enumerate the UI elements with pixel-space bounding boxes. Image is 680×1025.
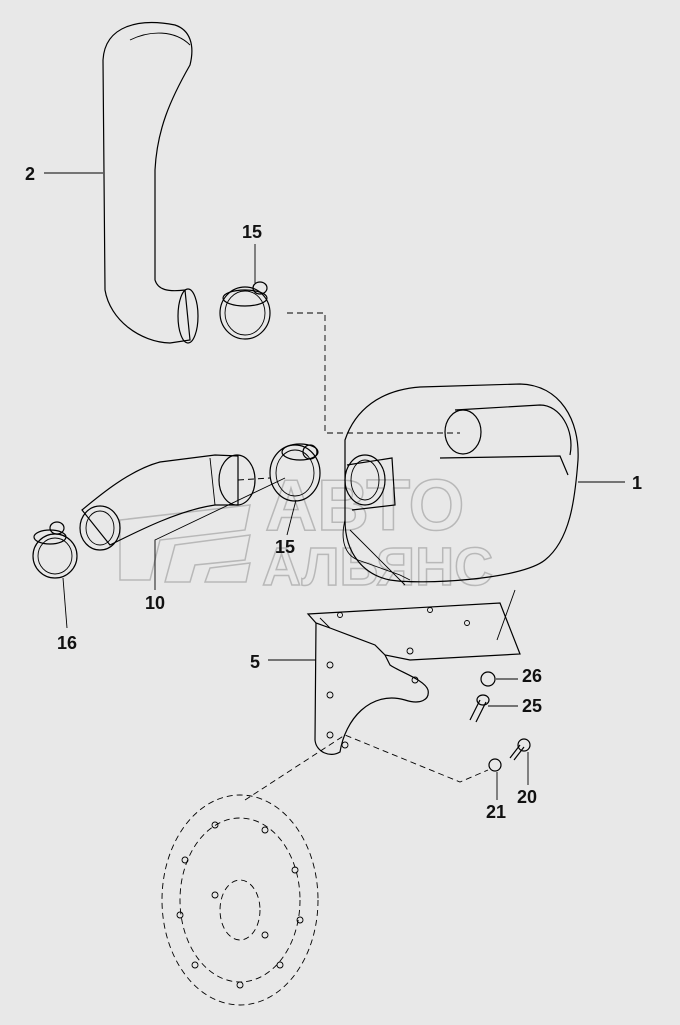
callout-label-1: 1	[632, 473, 642, 493]
callout-label-2: 2	[25, 164, 35, 184]
clamp-part-15-middle	[269, 443, 321, 502]
nut-part-21	[488, 758, 502, 772]
bolt-part-20	[509, 738, 531, 761]
flywheel-reference	[161, 794, 319, 1006]
clamp-part-16	[32, 521, 78, 579]
nut-part-26	[480, 671, 496, 687]
blower-part-1	[342, 383, 579, 586]
watermark-text-line1: АВТО	[265, 466, 464, 546]
callout-label-5: 5	[250, 652, 260, 672]
pipe-part-2	[102, 22, 199, 344]
callout-label-26: 26	[522, 666, 542, 686]
callout-label-15-middle: 15	[275, 537, 295, 557]
bracket-part-5	[306, 602, 521, 755]
watermark: АВТО АЛЬЯНС	[119, 465, 494, 598]
sleeve-part-10	[79, 454, 271, 551]
watermark-logo-icon	[119, 504, 251, 583]
callout-label-16: 16	[57, 633, 77, 653]
bolt-part-25	[469, 694, 490, 723]
assembly-line-bottom	[244, 734, 489, 801]
assembly-line-top	[287, 312, 460, 434]
callout-label-20: 20	[517, 787, 537, 807]
callout-label-25: 25	[522, 696, 542, 716]
leader-10	[154, 477, 286, 590]
clamp-part-15-top	[219, 281, 271, 340]
leader-16	[62, 577, 68, 629]
leader-15-middle	[286, 499, 297, 536]
callout-label-15-top: 15	[242, 222, 262, 242]
leader-bracket-to-blower	[496, 589, 516, 641]
callout-label-10: 10	[145, 593, 165, 613]
callout-label-21: 21	[486, 802, 506, 822]
